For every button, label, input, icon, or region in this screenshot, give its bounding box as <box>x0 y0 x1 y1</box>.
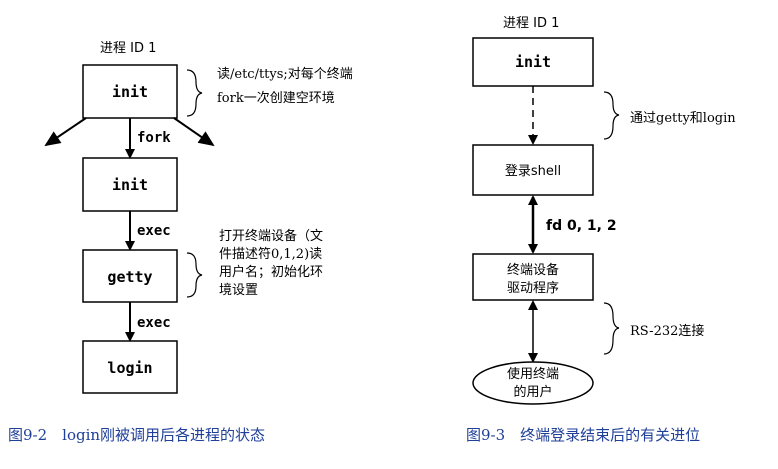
right-driver-label-line-2: 驱动程序 <box>507 281 559 296</box>
right-driver-label-line-1: 终端设备 <box>507 262 559 278</box>
right-process-label: 进程 ID 1 <box>503 16 559 31</box>
left-exec-label-2: exec <box>137 315 171 331</box>
left-fork-label: fork <box>137 130 171 146</box>
right-fd-label: fd 0, 1, 2 <box>546 218 617 234</box>
left-exec-label-1: exec <box>137 223 171 239</box>
left-getty-note-line-3: 用户名；初始化环 <box>219 264 323 280</box>
left-getty-note-line-2: 件描述符0,1,2)读 <box>219 246 322 262</box>
left-getty-note-line-1: 打开终端设备（文 <box>219 228 323 244</box>
right-rs232-note: RS-232连接 <box>630 323 704 339</box>
left-init-note-line-2: fork一次创建空环境 <box>217 90 335 106</box>
right-diagram: 进程 ID 1 init 通过getty和login 登录shell fd 0,… <box>466 16 736 444</box>
left-login-label: login <box>107 359 152 377</box>
left-init-box-2 <box>82 157 178 212</box>
right-shell-label: 登录shell <box>505 164 561 179</box>
left-process-label: 进程 ID 1 <box>100 41 156 56</box>
left-init-box-1 <box>82 64 178 119</box>
left-getty-box <box>82 249 178 303</box>
right-driver-box <box>472 253 594 301</box>
right-caption: 图9-3 终端登录结束后的有关进位 <box>466 426 700 444</box>
left-fork-arrow-left <box>44 117 87 147</box>
right-getty-note: 通过getty和login <box>630 111 736 126</box>
right-init-label: init <box>515 53 551 71</box>
left-getty-note-line-4: 境设置 <box>219 283 258 298</box>
right-shell-box <box>472 144 594 196</box>
right-user-ellipse <box>472 361 594 405</box>
right-rs232-brace <box>603 302 620 355</box>
left-caption: 图9-2 login刚被调用后各进程的状态 <box>8 426 265 444</box>
left-fork-arrow-right <box>173 117 215 147</box>
left-init-label-1: init <box>112 83 148 101</box>
left-getty-brace <box>186 252 203 298</box>
left-init-label-2: init <box>112 176 148 194</box>
right-user-label-line-1: 使用终端 <box>507 366 559 382</box>
left-init-note-line-1: 读/etc/ttys;对每个终端 <box>217 66 353 82</box>
right-user-label-line-2: 的用户 <box>513 384 552 400</box>
left-init-brace <box>186 69 203 117</box>
left-login-box <box>82 340 178 394</box>
left-getty-label: getty <box>107 268 152 286</box>
left-diagram: 进程 ID 1 init 读/etc/ttys;对每个终端 fork一次创建空环… <box>8 41 353 444</box>
right-getty-brace <box>603 91 620 140</box>
